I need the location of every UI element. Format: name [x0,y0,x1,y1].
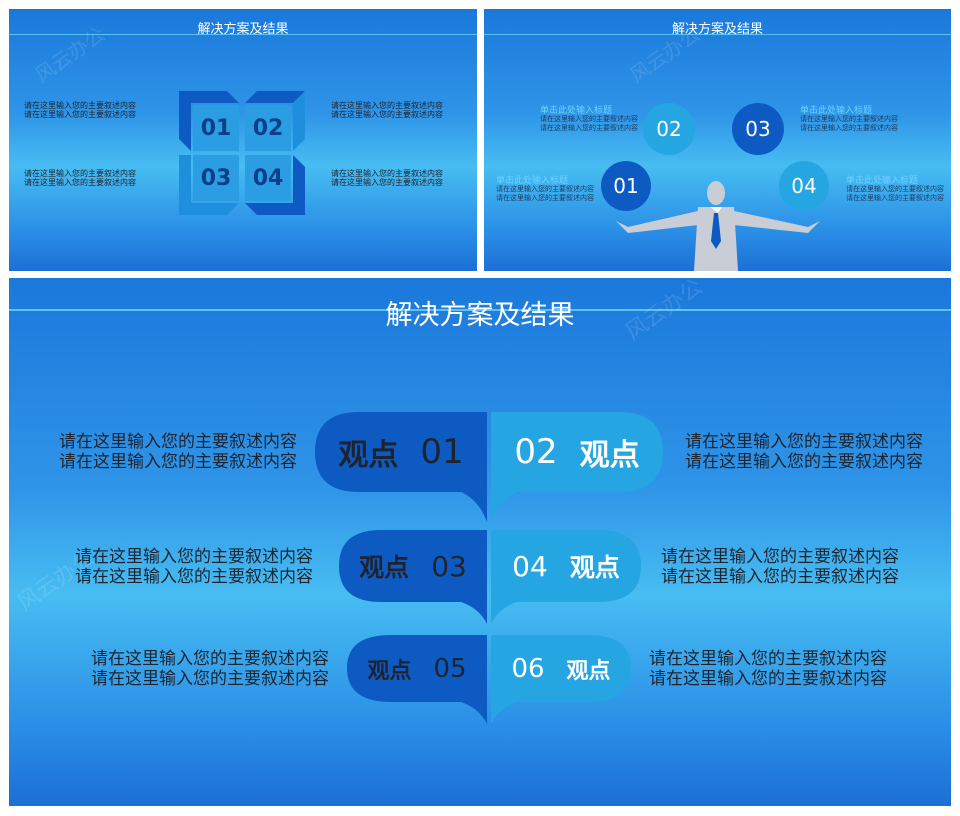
tiny-line: 请在这里输入您的主要叙述内容 [846,185,944,193]
body-line: 请在这里输入您的主要叙述内容 [91,669,329,690]
viewpoint-number: 02 [514,432,558,472]
viewpoint-word: 观点 [338,438,399,473]
square-01: 01 [200,115,232,141]
viewpoint-number: 05 [433,653,467,684]
heading-01: 单击此处输入标题 [496,176,569,186]
body-text: 请在这里输入您的主要叙述内容 请在这里输入您的主要叙述内容 [39,649,329,689]
tiny-text: 请在这里输入您的主要叙述内容 请在这里输入您的主要叙述内容 [846,185,944,204]
body-text: 请在这里输入您的主要叙述内容 请在这里输入您的主要叙述内容 [39,432,297,472]
body-text: 请在这里输入您的主要叙述内容 请在这里输入您的主要叙述内容 [24,169,136,188]
body-line: 请在这里输入您的主要叙述内容 [24,169,136,178]
body-line: 请在这里输入您的主要叙述内容 [24,101,136,110]
viewpoint-05: 观点 05 [347,635,487,702]
tiny-text: 请在这里输入您的主要叙述内容 请在这里输入您的主要叙述内容 [800,115,898,134]
viewpoint-number: 03 [431,549,467,583]
slide-2[interactable]: 解决方案及结果 风云办公 单击此处输入标题 请在这里输入您的主要叙述内容 请在这… [484,9,951,271]
tiny-text: 请在这里输入您的主要叙述内容 请在这里输入您的主要叙述内容 [496,185,594,204]
square-04: 04 [252,165,284,191]
body-line: 请在这里输入您的主要叙述内容 [649,669,887,690]
viewpoint-number: 01 [420,432,464,472]
slide-2-title: 解决方案及结果 [671,22,763,37]
body-line: 请在这里输入您的主要叙述内容 [331,101,443,110]
slide-3[interactable]: 解决方案及结果 风云办公 风云办公 观点 01 02 观点 观点 03 04 观… [9,278,951,806]
body-text: 请在这里输入您的主要叙述内容 请在这里输入您的主要叙述内容 [649,649,887,689]
body-text: 请在这里输入您的主要叙述内容 请在这里输入您的主要叙述内容 [331,169,443,188]
body-text: 请在这里输入您的主要叙述内容 请在这里输入您的主要叙述内容 [331,101,443,120]
body-text: 请在这里输入您的主要叙述内容 请在这里输入您的主要叙述内容 [661,547,899,587]
body-line: 请在这里输入您的主要叙述内容 [331,169,443,178]
viewpoint-02: 02 观点 [491,412,663,492]
viewpoint-number: 06 [511,653,545,684]
body-text: 请在这里输入您的主要叙述内容 请在这里输入您的主要叙述内容 [685,432,923,472]
viewpoint-word: 观点 [579,438,640,473]
viewpoint-word: 观点 [566,658,611,684]
viewpoint-04: 04 观点 [491,530,641,602]
viewpoint-number: 04 [512,549,548,583]
body-text: 请在这里输入您的主要叙述内容 请在这里输入您的主要叙述内容 [24,101,136,120]
viewpoint-word: 观点 [367,658,412,684]
title-divider [9,34,477,35]
body-line: 请在这里输入您的主要叙述内容 [685,452,923,473]
heading-04: 单击此处输入标题 [846,176,919,186]
body-line: 请在这里输入您的主要叙述内容 [649,649,887,669]
title-divider [484,34,951,35]
body-text: 请在这里输入您的主要叙述内容 请在这里输入您的主要叙述内容 [39,547,313,587]
viewpoint-word: 观点 [569,553,620,582]
slide-1-title: 解决方案及结果 [197,22,289,37]
body-line: 请在这里输入您的主要叙述内容 [91,649,329,669]
body-line: 请在这里输入您的主要叙述内容 [24,178,136,188]
body-line: 请在这里输入您的主要叙述内容 [331,178,443,188]
body-line: 请在这里输入您的主要叙述内容 [685,432,923,452]
heading-03: 单击此处输入标题 [800,106,873,116]
body-line: 请在这里输入您的主要叙述内容 [331,110,443,120]
viewpoint-03: 观点 03 [339,530,487,602]
viewpoint-06: 06 观点 [491,635,631,702]
square-02: 02 [252,115,284,141]
body-line: 请在这里输入您的主要叙述内容 [75,567,313,588]
body-line: 请在这里输入您的主要叙述内容 [75,547,313,567]
title-divider [9,309,951,311]
viewpoint-word: 观点 [359,553,410,582]
tiny-line: 请在这里输入您的主要叙述内容 [540,124,638,133]
tiny-text: 请在这里输入您的主要叙述内容 请在这里输入您的主要叙述内容 [540,115,638,134]
tiny-line: 请在这里输入您的主要叙述内容 [800,115,898,123]
tiny-line: 请在这里输入您的主要叙述内容 [540,115,638,123]
circle-02: 02 [643,103,695,155]
heading-02: 单击此处输入标题 [540,106,613,116]
pinwheel-graphic [179,91,305,215]
viewpoint-bubbles [315,412,663,724]
square-03: 03 [200,165,232,191]
body-line: 请在这里输入您的主要叙述内容 [59,432,297,452]
body-line: 请在这里输入您的主要叙述内容 [59,452,297,473]
tiny-line: 请在这里输入您的主要叙述内容 [800,124,898,133]
body-line: 请在这里输入您的主要叙述内容 [661,567,899,588]
slide-3-title: 解决方案及结果 [385,300,575,331]
tiny-line: 请在这里输入您的主要叙述内容 [846,194,944,203]
businessman-icon [616,181,820,271]
circle-01: 01 [601,161,651,211]
slide-1[interactable]: 解决方案及结果 风云办公 请在这里输入您的主要叙述内容 请在这里输入您的主要叙述… [9,9,477,271]
circle-03: 03 [732,103,784,155]
tiny-line: 请在这里输入您的主要叙述内容 [496,185,594,193]
body-line: 请在这里输入您的主要叙述内容 [661,547,899,567]
viewpoint-01: 观点 01 [315,412,487,492]
circle-04: 04 [779,161,829,211]
tiny-line: 请在这里输入您的主要叙述内容 [496,194,594,203]
body-line: 请在这里输入您的主要叙述内容 [24,110,136,120]
